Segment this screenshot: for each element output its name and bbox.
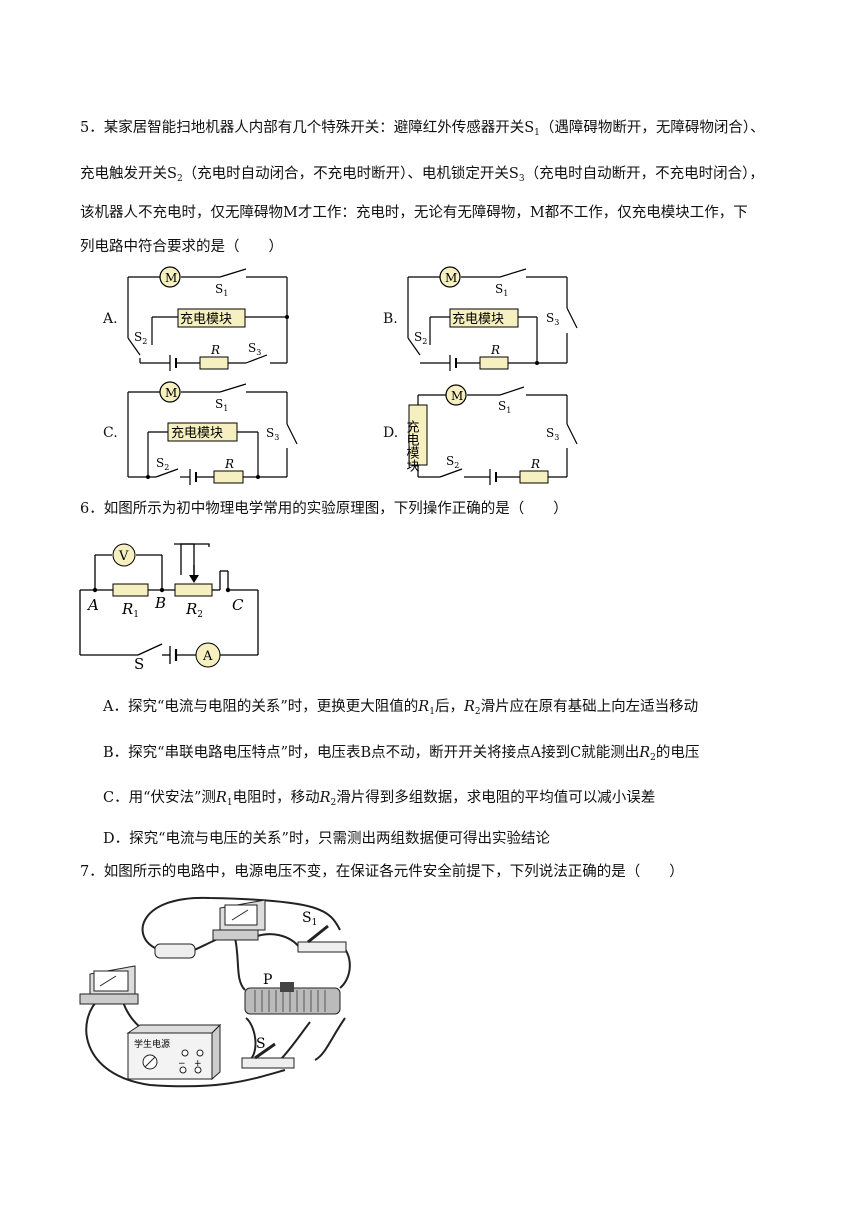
module-label-d: 充电模块 xyxy=(404,419,420,473)
s1-label-b: S1 xyxy=(495,282,508,298)
resistor-c xyxy=(213,470,244,484)
q6-option-b[interactable]: B．探究“串联电路电压特点”时，电压表B点不动，断开开关将接点A接到C就能测出R… xyxy=(103,745,700,763)
motor-d xyxy=(445,384,467,406)
q5-option-c-label[interactable]: C. xyxy=(103,425,118,441)
s2-label-b: S2 xyxy=(414,330,427,346)
r-label-d: R xyxy=(530,457,540,471)
r2-label: R2 xyxy=(185,600,203,620)
r-label-b: R xyxy=(490,343,500,357)
s3-label-c: S3 xyxy=(266,426,279,442)
switch-s xyxy=(241,1042,295,1069)
r2-rheostat xyxy=(174,583,213,597)
node-a-label: A xyxy=(86,596,99,614)
r1-label: R1 xyxy=(121,600,139,620)
module-a xyxy=(177,308,246,328)
module-c xyxy=(167,422,238,442)
s1-label-a: S1 xyxy=(215,282,228,298)
meter-left xyxy=(79,965,139,1005)
q5-circuits: M M M M 充电模块 充电模块 充电模块 R R R R S1 S1 S1 … xyxy=(127,266,578,485)
ammeter-label: A xyxy=(202,649,213,664)
meter-top xyxy=(212,899,266,941)
plus-label: + xyxy=(194,1059,202,1069)
circuit-b xyxy=(407,268,578,371)
motor-c xyxy=(159,381,181,403)
module-b xyxy=(449,308,519,328)
s-label: S xyxy=(256,1036,266,1052)
motor-label-b: M xyxy=(445,271,457,285)
circuit-a xyxy=(127,268,288,364)
s2-label-c: S2 xyxy=(156,456,169,472)
s1-label-d: S1 xyxy=(498,399,511,415)
node-c-label: C xyxy=(232,596,244,614)
r-label-a: R xyxy=(210,343,220,357)
module-label-a: 充电模块 xyxy=(180,311,232,327)
q5-line2: 充电触发开关S2（充电时自动闭合，不充电时断开）、电机锁定开关S3（充电时自动断… xyxy=(80,166,764,184)
module-d xyxy=(408,404,428,466)
q6-circuit: V A A B C R1 R2 S xyxy=(79,543,259,670)
q5-option-b-label[interactable]: B. xyxy=(383,311,398,327)
motor-b xyxy=(439,266,461,288)
motor-a xyxy=(159,266,181,288)
s2-label-d: S2 xyxy=(446,454,459,470)
r-label-c: R xyxy=(224,457,234,471)
circuit-c xyxy=(127,383,298,485)
q6-option-a[interactable]: A．探究“电流与电阻的关系”时，更换更大阻值的R1后，R2滑片应在原有基础上向左… xyxy=(103,699,699,717)
resistor-b xyxy=(479,356,509,370)
s3-label-d: S3 xyxy=(546,426,559,442)
q7-apparatus: S1 P S 学生电源 − + xyxy=(79,896,351,1088)
minus-label: − xyxy=(178,1059,186,1069)
motor-label-d: M xyxy=(451,389,463,403)
q6-stem: 6．如图所示为初中物理电学常用的实验原理图，下列操作正确的是（ ） xyxy=(80,501,568,517)
resistor-a xyxy=(199,356,229,370)
s1-label: S1 xyxy=(302,910,317,928)
q5-option-d-label[interactable]: D. xyxy=(383,425,399,441)
r1-resistor xyxy=(112,583,149,597)
q5-option-a-label[interactable]: A. xyxy=(103,311,118,327)
power-supply xyxy=(126,1023,222,1081)
s3-label-b: S3 xyxy=(546,311,559,327)
q5-line4: 列电路中符合要求的是（ ） xyxy=(80,239,283,255)
p-label: P xyxy=(263,972,272,988)
node-b-label: B xyxy=(154,594,166,612)
circuit-d xyxy=(417,386,578,485)
q6-option-c[interactable]: C．用“伏安法”测R1电阻时，移动R2滑片得到多组数据，求电阻的平均值可以减小误… xyxy=(103,790,656,808)
rheostat xyxy=(244,982,341,1015)
s1-label-c: S1 xyxy=(215,397,228,413)
module-label-c: 充电模块 xyxy=(171,425,223,441)
q7-stem: 7．如图所示的电路中，电源电压不变，在保证各元件安全前提下，下列说法正确的是（ … xyxy=(80,864,684,880)
switch-label: S xyxy=(134,655,144,670)
motor-label-a: M xyxy=(165,271,177,285)
q5-line3: 该机器人不充电时，仅无障碍物M才工作：充电时，无论有无障碍物，M都不工作，仅充电… xyxy=(80,205,748,221)
switch-s1 xyxy=(297,924,347,953)
q5-line1: 5．某家居智能扫地机器人内部有几个特殊开关：避障红外传感器开关S1（遇障碍物断开… xyxy=(80,120,765,138)
ammeter xyxy=(195,642,221,668)
motor-label-c: M xyxy=(165,386,177,400)
module-label-b: 充电模块 xyxy=(452,311,504,327)
voltmeter xyxy=(112,543,136,567)
voltmeter-label: V xyxy=(118,549,129,564)
resistor-cylinder xyxy=(154,943,196,959)
q6-option-d[interactable]: D．探究“电流与电压的关系”时，只需测出两组数据便可得出实验结论 xyxy=(103,831,550,847)
s3-label-a: S3 xyxy=(248,341,261,357)
resistor-d xyxy=(519,470,549,484)
supply-label: 学生电源 xyxy=(134,1038,170,1050)
s2-label-a: S2 xyxy=(134,330,147,346)
